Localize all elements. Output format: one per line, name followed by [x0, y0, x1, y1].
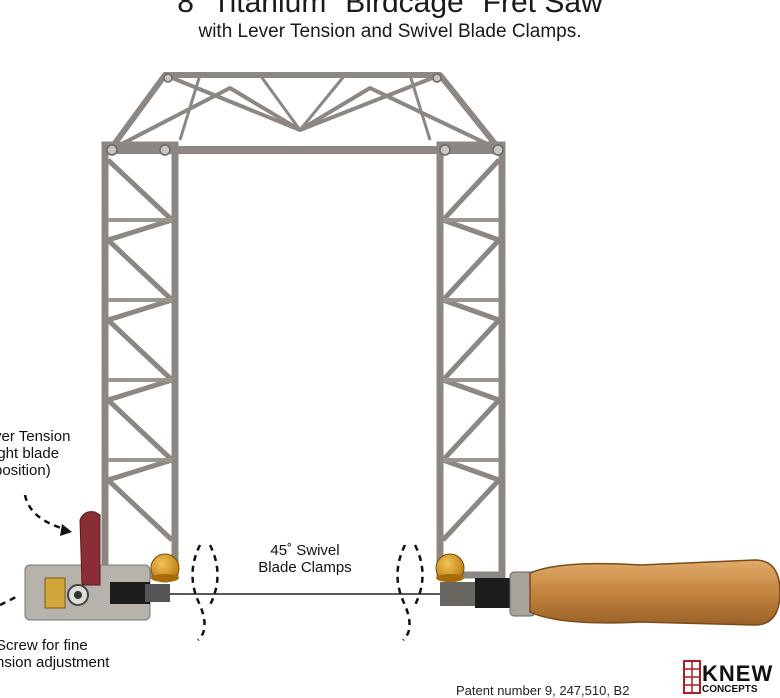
logo-grid-icon	[683, 660, 701, 694]
right-clamp	[440, 571, 536, 617]
screw-note-line-2: nsion adjustment	[0, 654, 110, 671]
lever-tension-assembly	[24, 511, 170, 621]
frame-right-arm	[436, 141, 506, 579]
lever-note-line-3: position)	[0, 462, 51, 479]
pointer-arrows	[0, 494, 69, 607]
screw-note: Screw for fine nsion adjustment	[0, 637, 109, 671]
lever-tension-note: ver Tension ight blade position)	[0, 428, 70, 479]
swivel-note-line-1: 45˚ Swivel	[270, 542, 340, 559]
rivets	[106, 73, 504, 156]
logo-main-text: KNEW	[702, 661, 774, 686]
swivel-arrow-left	[191, 544, 219, 641]
knew-concepts-logo: KNEW CONCEPTS	[682, 655, 780, 695]
page-subtitle: with Lever Tension and Swivel Blade Clam…	[198, 21, 582, 42]
swivel-arrow-right	[396, 544, 424, 641]
patent-number: Patent number 9, 247,510, B2	[456, 683, 630, 698]
frame-top	[107, 72, 503, 154]
swivel-note: 45˚ Swivel Blade Clamps	[250, 542, 360, 576]
wooden-handle	[529, 559, 780, 626]
screw-note-line-1: Screw for fine	[0, 637, 88, 654]
swivel-note-line-2: Blade Clamps	[258, 559, 352, 576]
frame-left-arm	[101, 141, 179, 579]
lever-note-line-2: ight blade	[0, 445, 60, 462]
logo-sub-text: CONCEPTS	[702, 684, 758, 695]
page-title: 8" Titanium "Birdcage" Fret Saw	[177, 0, 603, 19]
lever-note-line-1: ver Tension	[0, 428, 71, 445]
